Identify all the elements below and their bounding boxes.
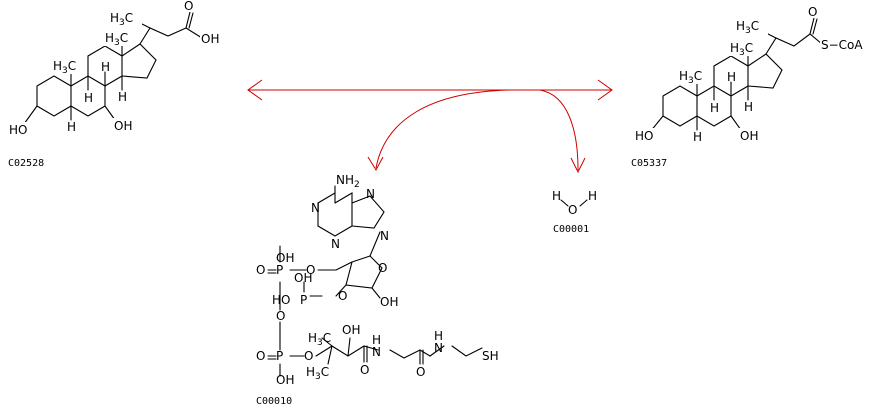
ribose-5-o: O [306, 263, 315, 277]
c02528-h-8: H [101, 60, 110, 74]
compound-c00010[interactable]: NH2 N N N N O OH O P OH HO O P OH O O P … [256, 173, 499, 407]
amide2-n: N [434, 341, 443, 355]
beta-p-o: O [256, 349, 265, 363]
ribose-2-oh: OH [380, 295, 398, 309]
c05337-skeleton [649, 17, 823, 133]
c05337-7-oh: OH [740, 129, 758, 143]
alpha-p-oh: OH [276, 251, 294, 265]
c02528-7-oh: OH [114, 119, 132, 133]
c05337-h-14: H [744, 100, 753, 114]
compound-c00001[interactable]: H O H C00001 [552, 189, 597, 235]
c02528-atom-labels: O OH H3C H3C H3C H H H H HO OH [8, 0, 224, 137]
c02528-3-ho: HO [9, 123, 27, 137]
alpha-p: P [276, 263, 283, 277]
c02528-h3c-sidechain: H3C [110, 11, 133, 28]
c05337-atom-labels: O S−CoA H3C H3C H3C H H H H HO OH [634, 5, 878, 144]
amide1-n: N [372, 345, 381, 359]
thiol-sh: SH [482, 349, 499, 363]
alpha-p-o: O [256, 263, 265, 277]
left-arrowhead [247, 79, 263, 101]
c02528-h-9: H [84, 91, 93, 105]
coa-skeleton [267, 185, 483, 377]
reaction-arrows [247, 79, 613, 174]
water-branch-arrow [539, 89, 579, 171]
ribose-3-p: P [300, 293, 307, 307]
water-arrowhead [570, 157, 586, 174]
c05337-h-5: H [693, 130, 702, 144]
adenine-n7: N [366, 187, 375, 201]
c05337-h-8: H [727, 70, 736, 84]
coa-atom-labels: NH2 N N N N O OH O P OH HO O P OH O O P … [256, 173, 499, 387]
c02528-id-label: C02528 [8, 158, 44, 169]
water-o: O [568, 203, 577, 217]
right-arrowhead [597, 79, 613, 101]
amide1-h: H [372, 333, 381, 347]
c05337-id-label: C05337 [631, 158, 667, 169]
pantoate-h3c-top: H3C [308, 331, 331, 348]
c02528-h-14: H [118, 90, 127, 104]
coa-arrowhead [367, 156, 384, 172]
amide2-o: O [416, 365, 425, 379]
ribose-3-p-ho: HO [272, 293, 290, 307]
compound-c02528[interactable]: O OH H3C H3C H3C H H H H HO OH C02528 [8, 0, 224, 169]
c02528-acid-oh: OH [201, 32, 219, 46]
water-h-left: H [552, 189, 561, 203]
adenine-n9: N [380, 229, 389, 243]
ribose-o: O [378, 261, 387, 275]
c05337-h3c-c18: H3C [730, 41, 753, 58]
c05337-h3c-sidechain: H3C [736, 19, 759, 36]
compound-c05337[interactable]: O S−CoA H3C H3C H3C H H H H HO OH C05337 [631, 5, 878, 169]
water-h-right: H [588, 189, 597, 203]
amide1-o: O [360, 363, 369, 377]
c02528-skeleton [23, 11, 203, 125]
adenine-nh2: NH2 [336, 173, 360, 190]
c02528-carbonyl-o: O [184, 0, 193, 13]
bridge-o: O [276, 309, 285, 323]
c00001-id-label: C00001 [553, 224, 589, 235]
ribose-3-o: O [338, 289, 347, 303]
c05337-h3c-c19: H3C [679, 69, 702, 86]
c02528-h-5: H [67, 120, 76, 134]
beta-p-oh: OH [276, 373, 294, 387]
c00010-id-label: C00010 [256, 396, 292, 407]
adenine-n3: N [331, 237, 340, 251]
c05337-3-ho: HO [635, 129, 653, 143]
coa-branch-arrow [375, 89, 511, 169]
c02528-h3c-c19: H3C [53, 59, 76, 76]
c05337-s-coa: S−CoA [821, 38, 863, 52]
c05337-h-9: H [710, 101, 719, 115]
ribose-3-p-oh: OH [294, 271, 312, 285]
pantoate-h3c-bottom: H3C [306, 365, 329, 382]
adenine-n1: N [311, 201, 320, 215]
pantoate-oh: OH [342, 323, 360, 337]
beta-p: P [276, 349, 283, 363]
pantoate-o: O [304, 349, 313, 363]
amide2-h: H [434, 329, 443, 343]
c05337-carbonyl-o: O [808, 5, 817, 19]
c02528-h3c-c18: H3C [105, 31, 128, 48]
